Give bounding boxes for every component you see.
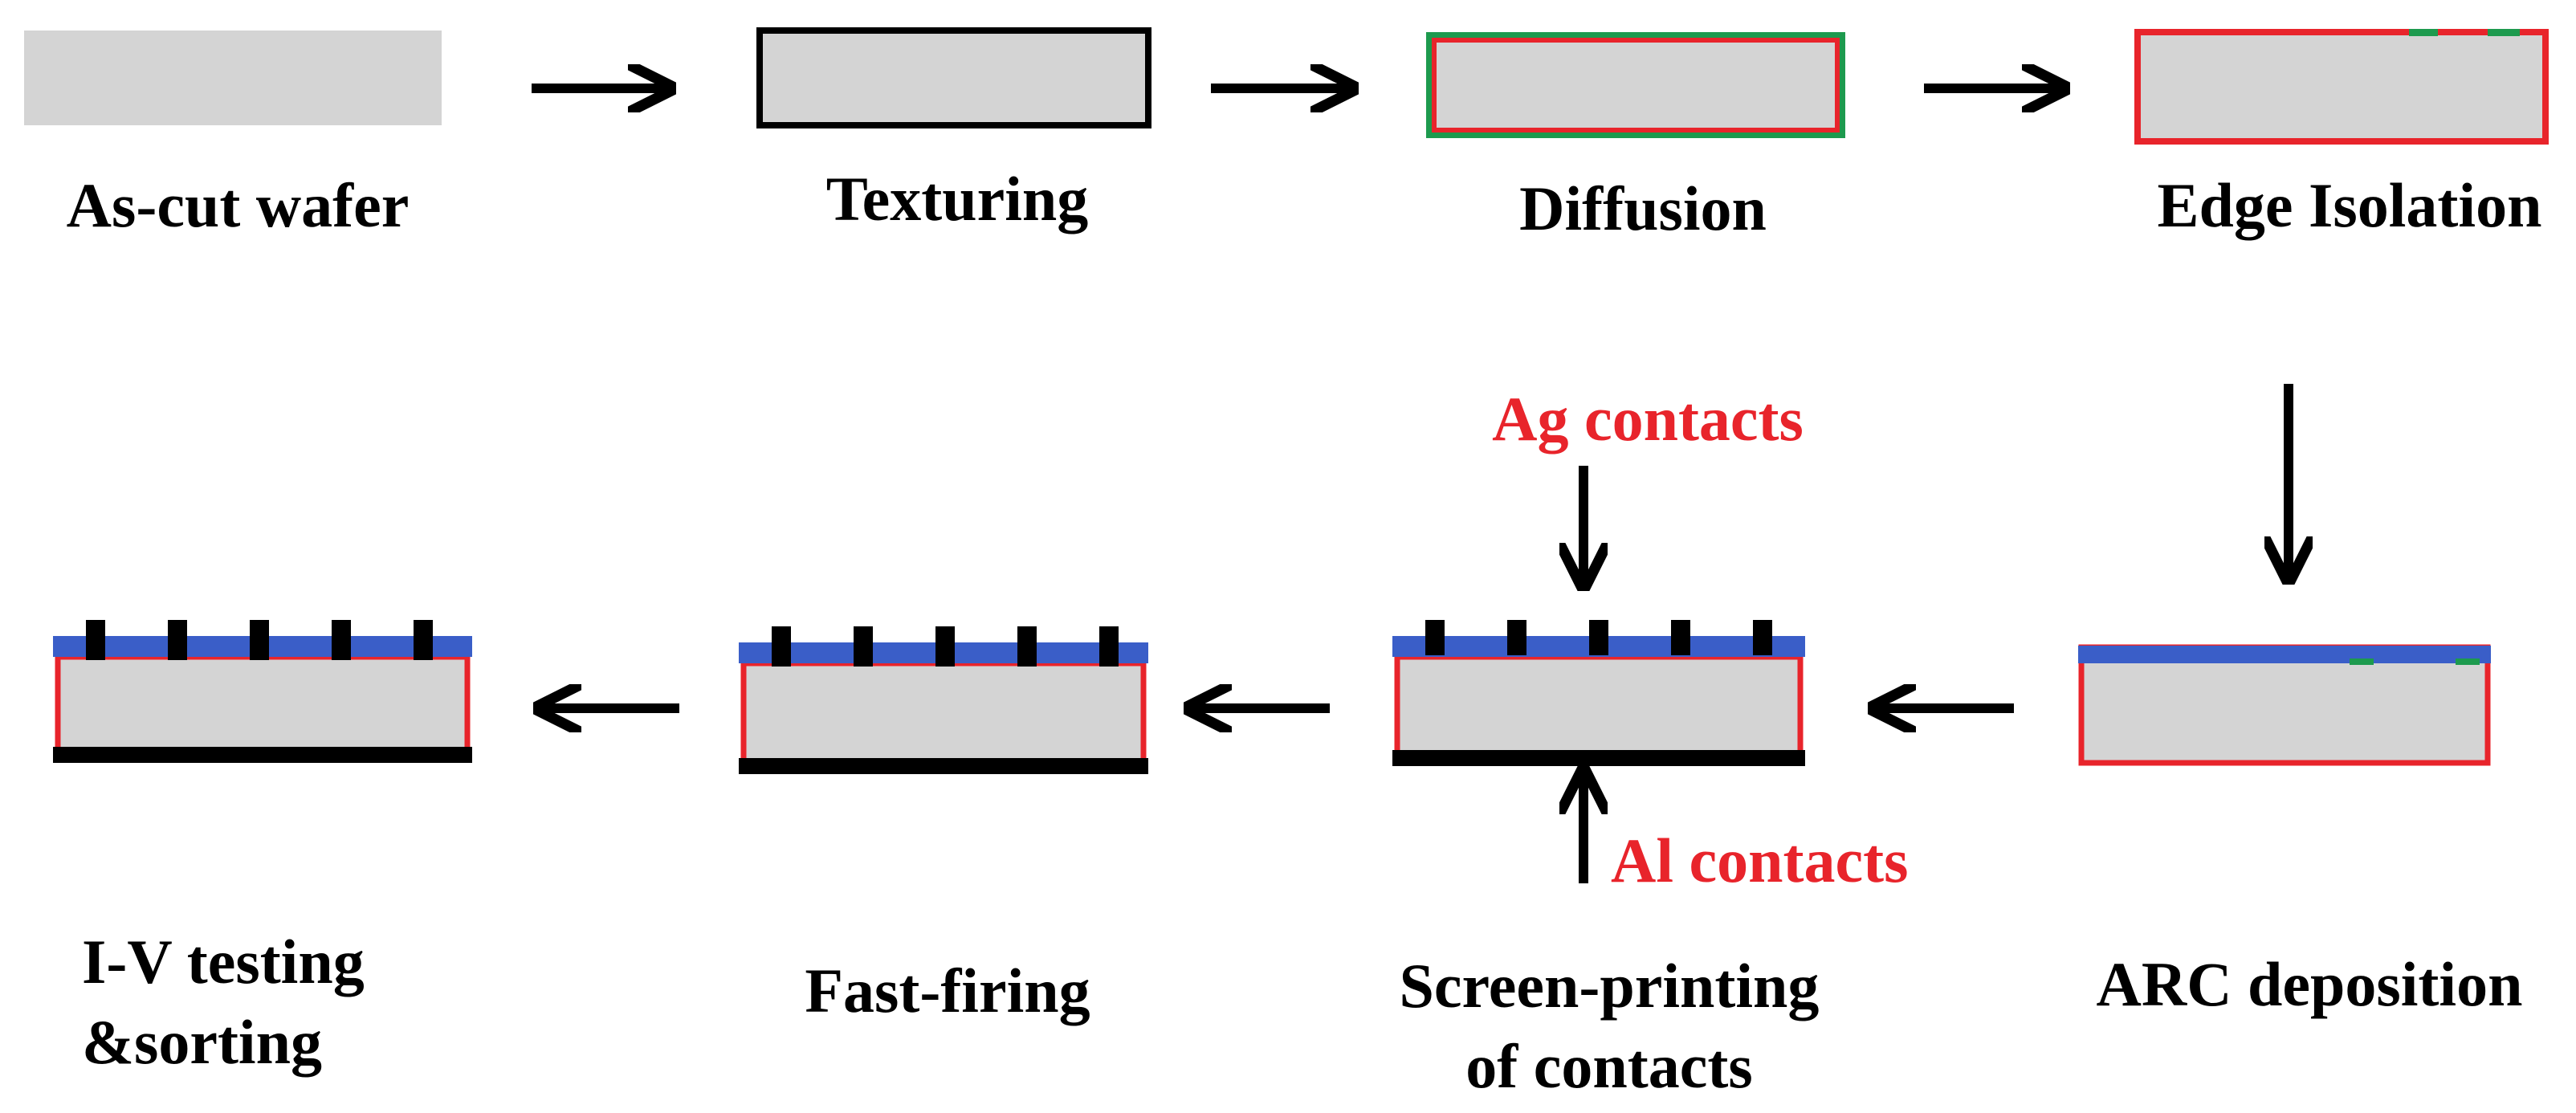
fired-wafer-shape bbox=[739, 626, 1148, 774]
step-label-screen-printing-line2: of contacts bbox=[1465, 1031, 1753, 1101]
textured-wafer-shape bbox=[756, 27, 1151, 128]
edge-isolated-wafer-shape bbox=[2134, 29, 2549, 145]
step-label-iv-testing-line2: &sorting bbox=[82, 1007, 322, 1077]
tested-wafer-shape bbox=[53, 620, 472, 763]
step-label-as-cut-wafer: As-cut wafer bbox=[66, 170, 410, 240]
step-label-texturing: Texturing bbox=[825, 164, 1089, 234]
step-label-edge-isolation: Edge Isolation bbox=[2157, 170, 2542, 240]
diffused-wafer-shape bbox=[1426, 32, 1845, 138]
step-label-diffusion: Diffusion bbox=[1519, 173, 1767, 243]
step-label-iv-testing-line1: I-V testing bbox=[82, 927, 365, 997]
step-label-arc-deposition: ARC deposition bbox=[2096, 949, 2523, 1019]
as-cut-wafer-shape bbox=[24, 31, 442, 125]
arc-wafer-shape bbox=[2078, 644, 2491, 766]
step-label-screen-printing-line1: Screen-printing bbox=[1399, 951, 1820, 1021]
step-label-fast-firing: Fast-firing bbox=[805, 956, 1090, 1025]
annotation-ag-contacts: Ag contacts bbox=[1492, 384, 1804, 454]
screen-printed-wafer-shape bbox=[1392, 620, 1805, 766]
annotation-al-contacts: Al contacts bbox=[1611, 826, 1909, 895]
